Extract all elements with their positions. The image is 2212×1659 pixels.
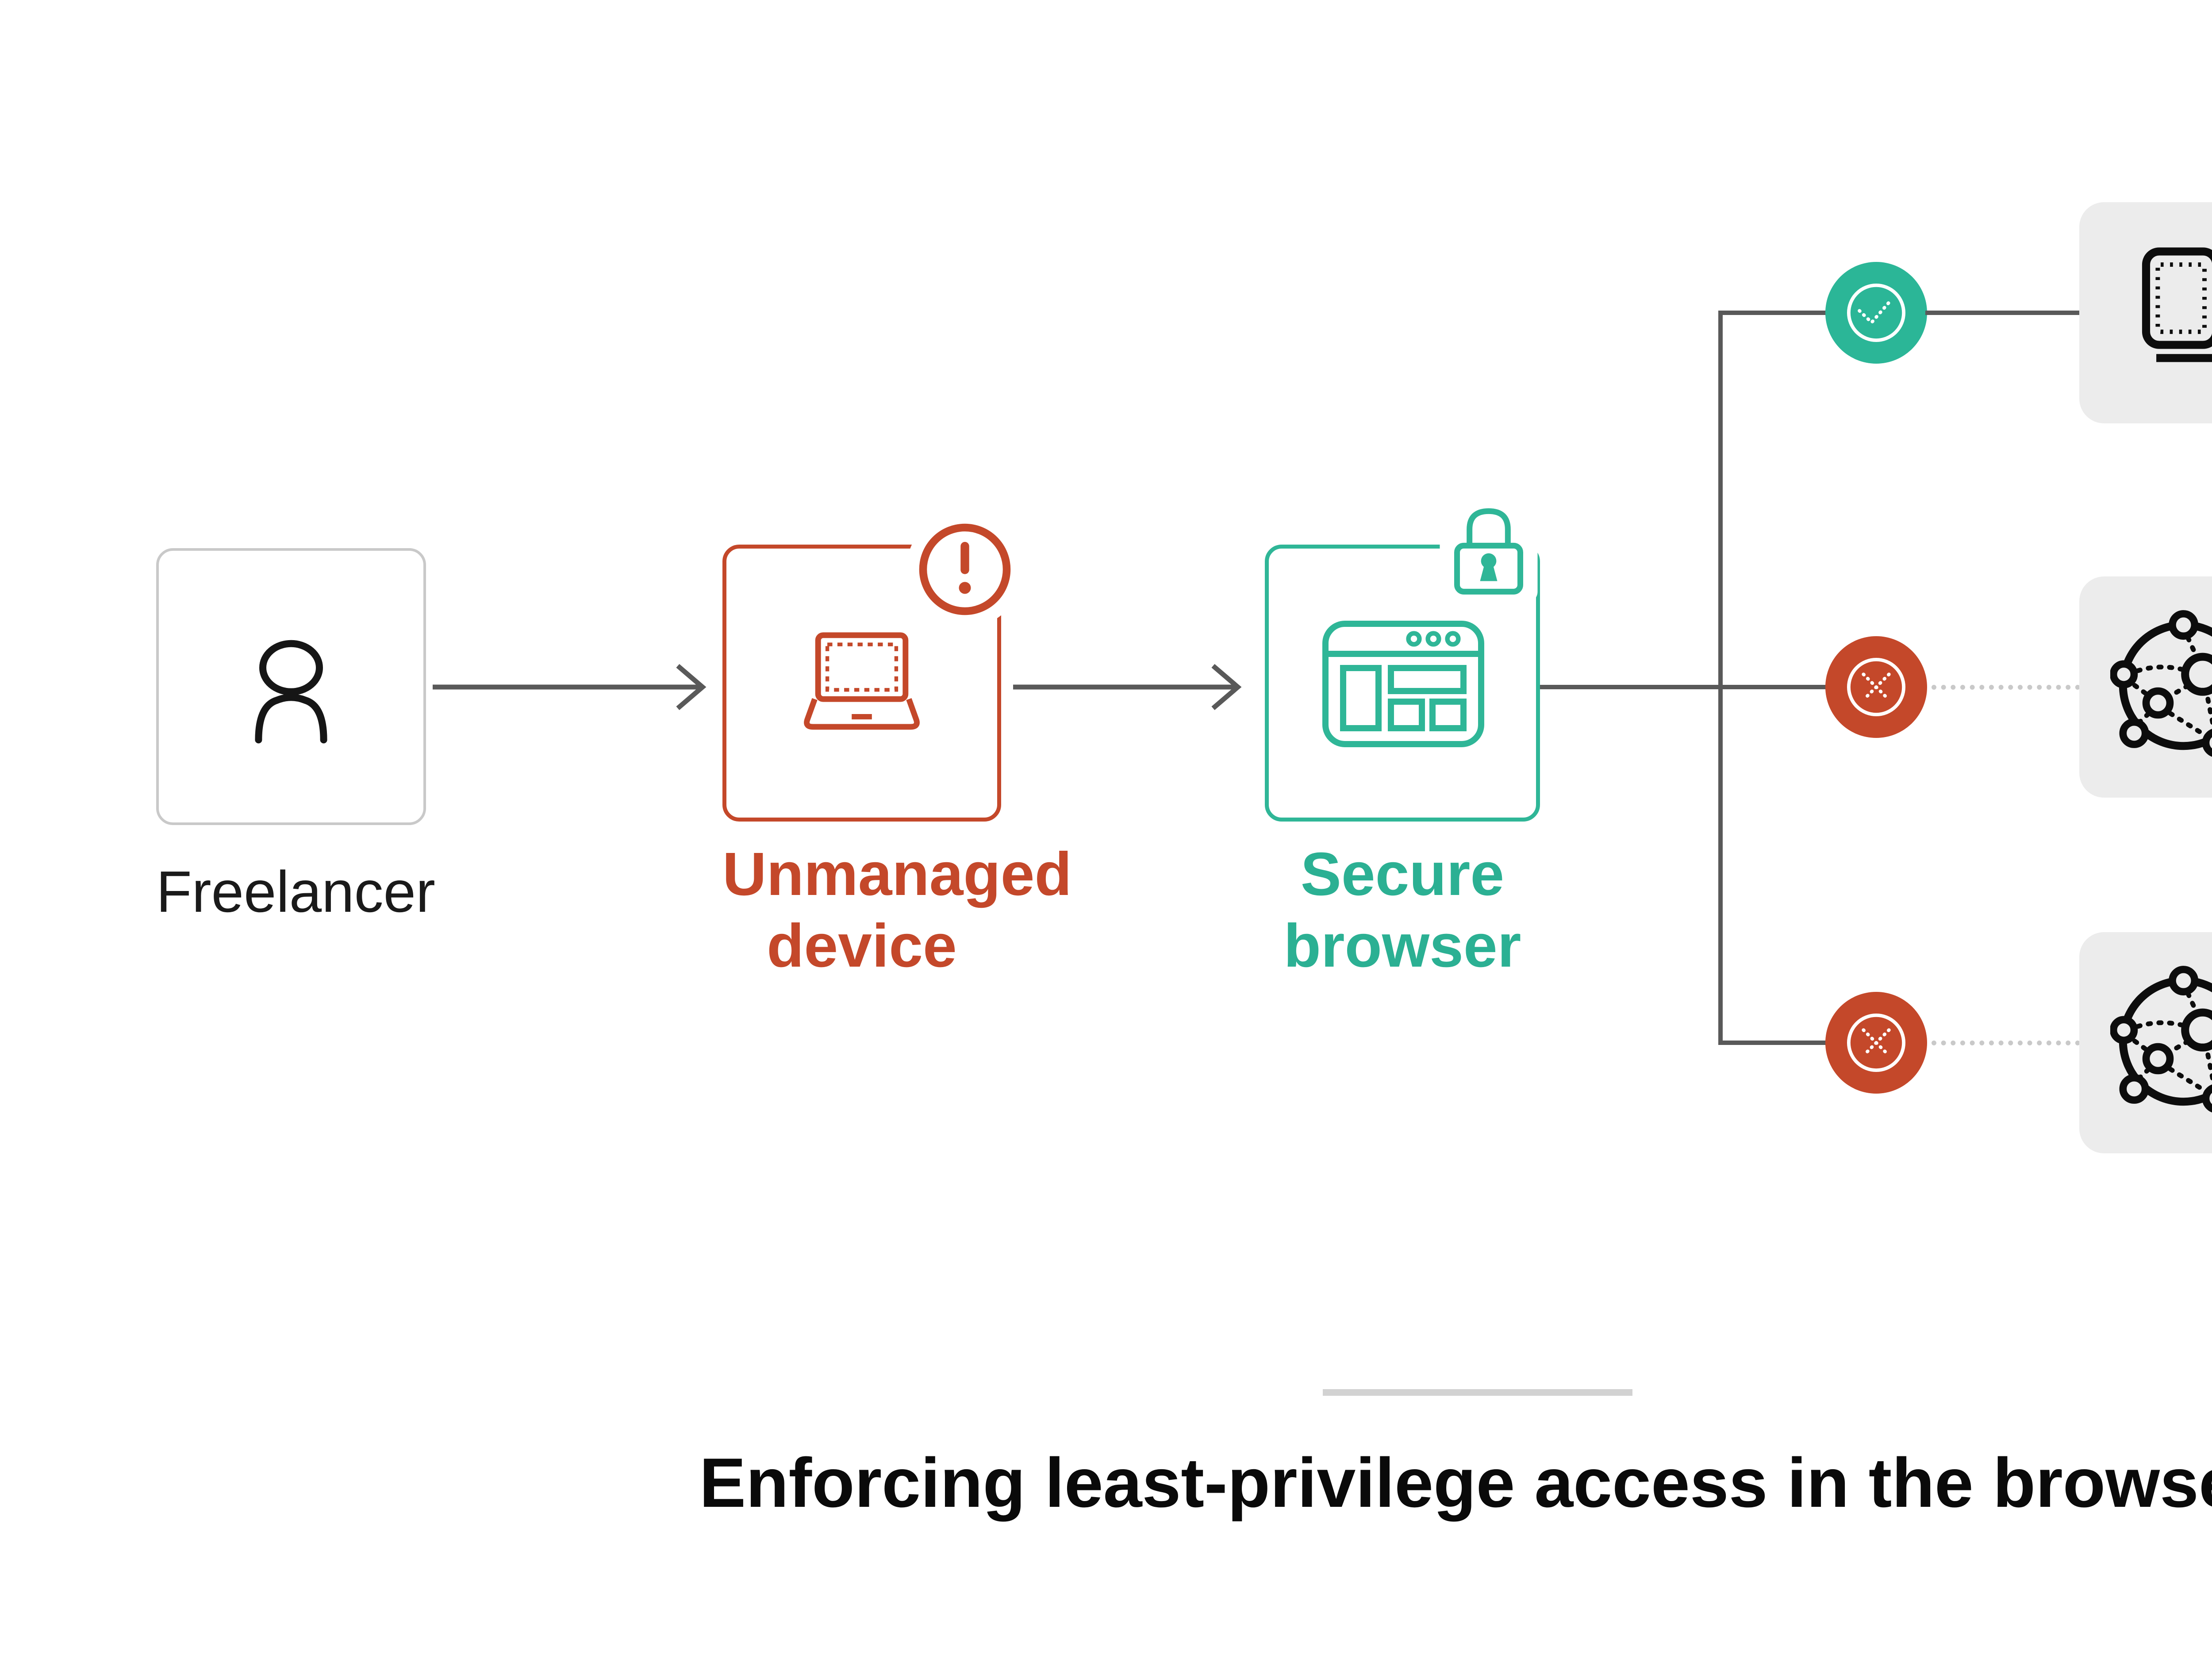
network-globe-icon [2110,966,2212,1113]
x-circle-icon [1825,992,1927,1094]
branch-stub-bottom [1718,1041,1828,1045]
secure-browser-label: Secure browser [1283,840,1521,980]
freelancer-box [156,548,426,825]
browser-window-icon [1322,621,1484,747]
x-circle-icon [1825,636,1927,738]
caption-title: Enforcing least-privilege access in the … [699,1444,2212,1522]
connector-blocked-line [1932,685,2080,690]
internal-apps-tile [2079,202,2212,423]
lock-badge-icon [1440,499,1538,603]
internal-apps-icon [2142,247,2212,362]
branch-vertical-line [1718,311,1723,1045]
laptop-icon [804,632,920,730]
caption-divider [1323,1389,1632,1396]
arrow-right-icon [433,664,707,710]
branch-stub-top [1718,311,1828,315]
connector-allowed-line [1925,311,2080,315]
draftkings-tile [2079,576,2212,798]
freelancer-label: Freelancer [156,859,435,924]
arrow-right-icon [1013,664,1242,710]
check-circle-icon [1825,262,1927,364]
alert-badge-icon [906,511,1024,628]
connector-blocked-line [1932,1041,2080,1045]
espn-tile [2079,932,2212,1153]
connector-main-line [1540,685,1828,689]
network-globe-icon [2110,610,2212,757]
person-icon [255,640,327,744]
unmanaged-device-label: Unmanaged device [722,840,1072,980]
